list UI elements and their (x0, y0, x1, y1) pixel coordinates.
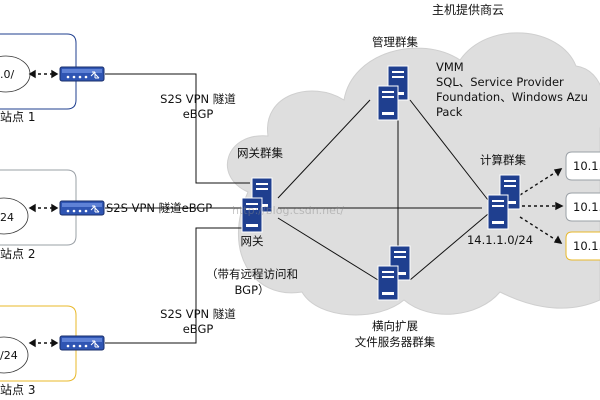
link-3-label-line2: eBGP (183, 322, 214, 336)
site-1-label: 站点 1 (0, 110, 35, 124)
site-3-label: 站点 3 (0, 383, 35, 397)
vm-box-2 (565, 192, 600, 222)
site-3-router-icon (59, 335, 105, 351)
compute-cluster-label: 计算群集 (480, 153, 526, 167)
watermark: http://blog.csdn.net/ (232, 204, 344, 217)
site-2-label: 站点 2 (0, 247, 35, 261)
management-desc-line1: VMM (436, 60, 464, 74)
management-cluster-label: 管理群集 (372, 35, 418, 49)
management-desc-line4: Pack (436, 105, 463, 119)
link-3-label-line1: S2S VPN 隧道 (160, 307, 236, 321)
gateway-desc-line2: BGP） (234, 283, 269, 297)
link-1-label-line2: eBGP (183, 107, 214, 121)
site-2-router-icon (59, 200, 105, 216)
gateway-desc-line1: （带有远程访问和 (206, 267, 298, 281)
gateway-name: 网关 (241, 234, 264, 248)
vm-2-label: 10.1. (573, 200, 600, 214)
site-1-network-label: .0/ (0, 68, 14, 81)
site-1-router-icon (59, 66, 105, 82)
link-2-label: S2S VPN 隧道eBGP (106, 201, 212, 215)
compute-vm-links (519, 168, 564, 244)
fileserver-label-line1: 横向扩展 (372, 319, 418, 333)
compute-subnet-label: 14.1.1.0/24 (467, 233, 533, 247)
vm-box-3 (565, 231, 600, 261)
fileserver-label-line2: 文件服务器群集 (355, 335, 436, 349)
vm-3-label: 10.1. (573, 239, 600, 253)
connection-lines (105, 73, 489, 344)
site-2-network-ellipse (0, 197, 29, 235)
site-3-network-label: /24 (0, 349, 18, 362)
site-dashed-arrows (28, 69, 59, 348)
vm-box-1 (565, 151, 600, 181)
cloud-title: 主机提供商云 (432, 2, 504, 17)
management-desc-line2: SQL、Service Provider (436, 75, 564, 89)
vm-1-label: 10.1. (573, 159, 600, 173)
site-2-network-label: 24 (0, 211, 14, 224)
gateway-cluster-label: 网关群集 (237, 146, 283, 160)
link-1-label-line1: S2S VPN 隧道 (160, 92, 236, 106)
site-3-network-ellipse (0, 336, 29, 374)
management-desc-line3: Foundation、Windows Azu (436, 90, 588, 104)
